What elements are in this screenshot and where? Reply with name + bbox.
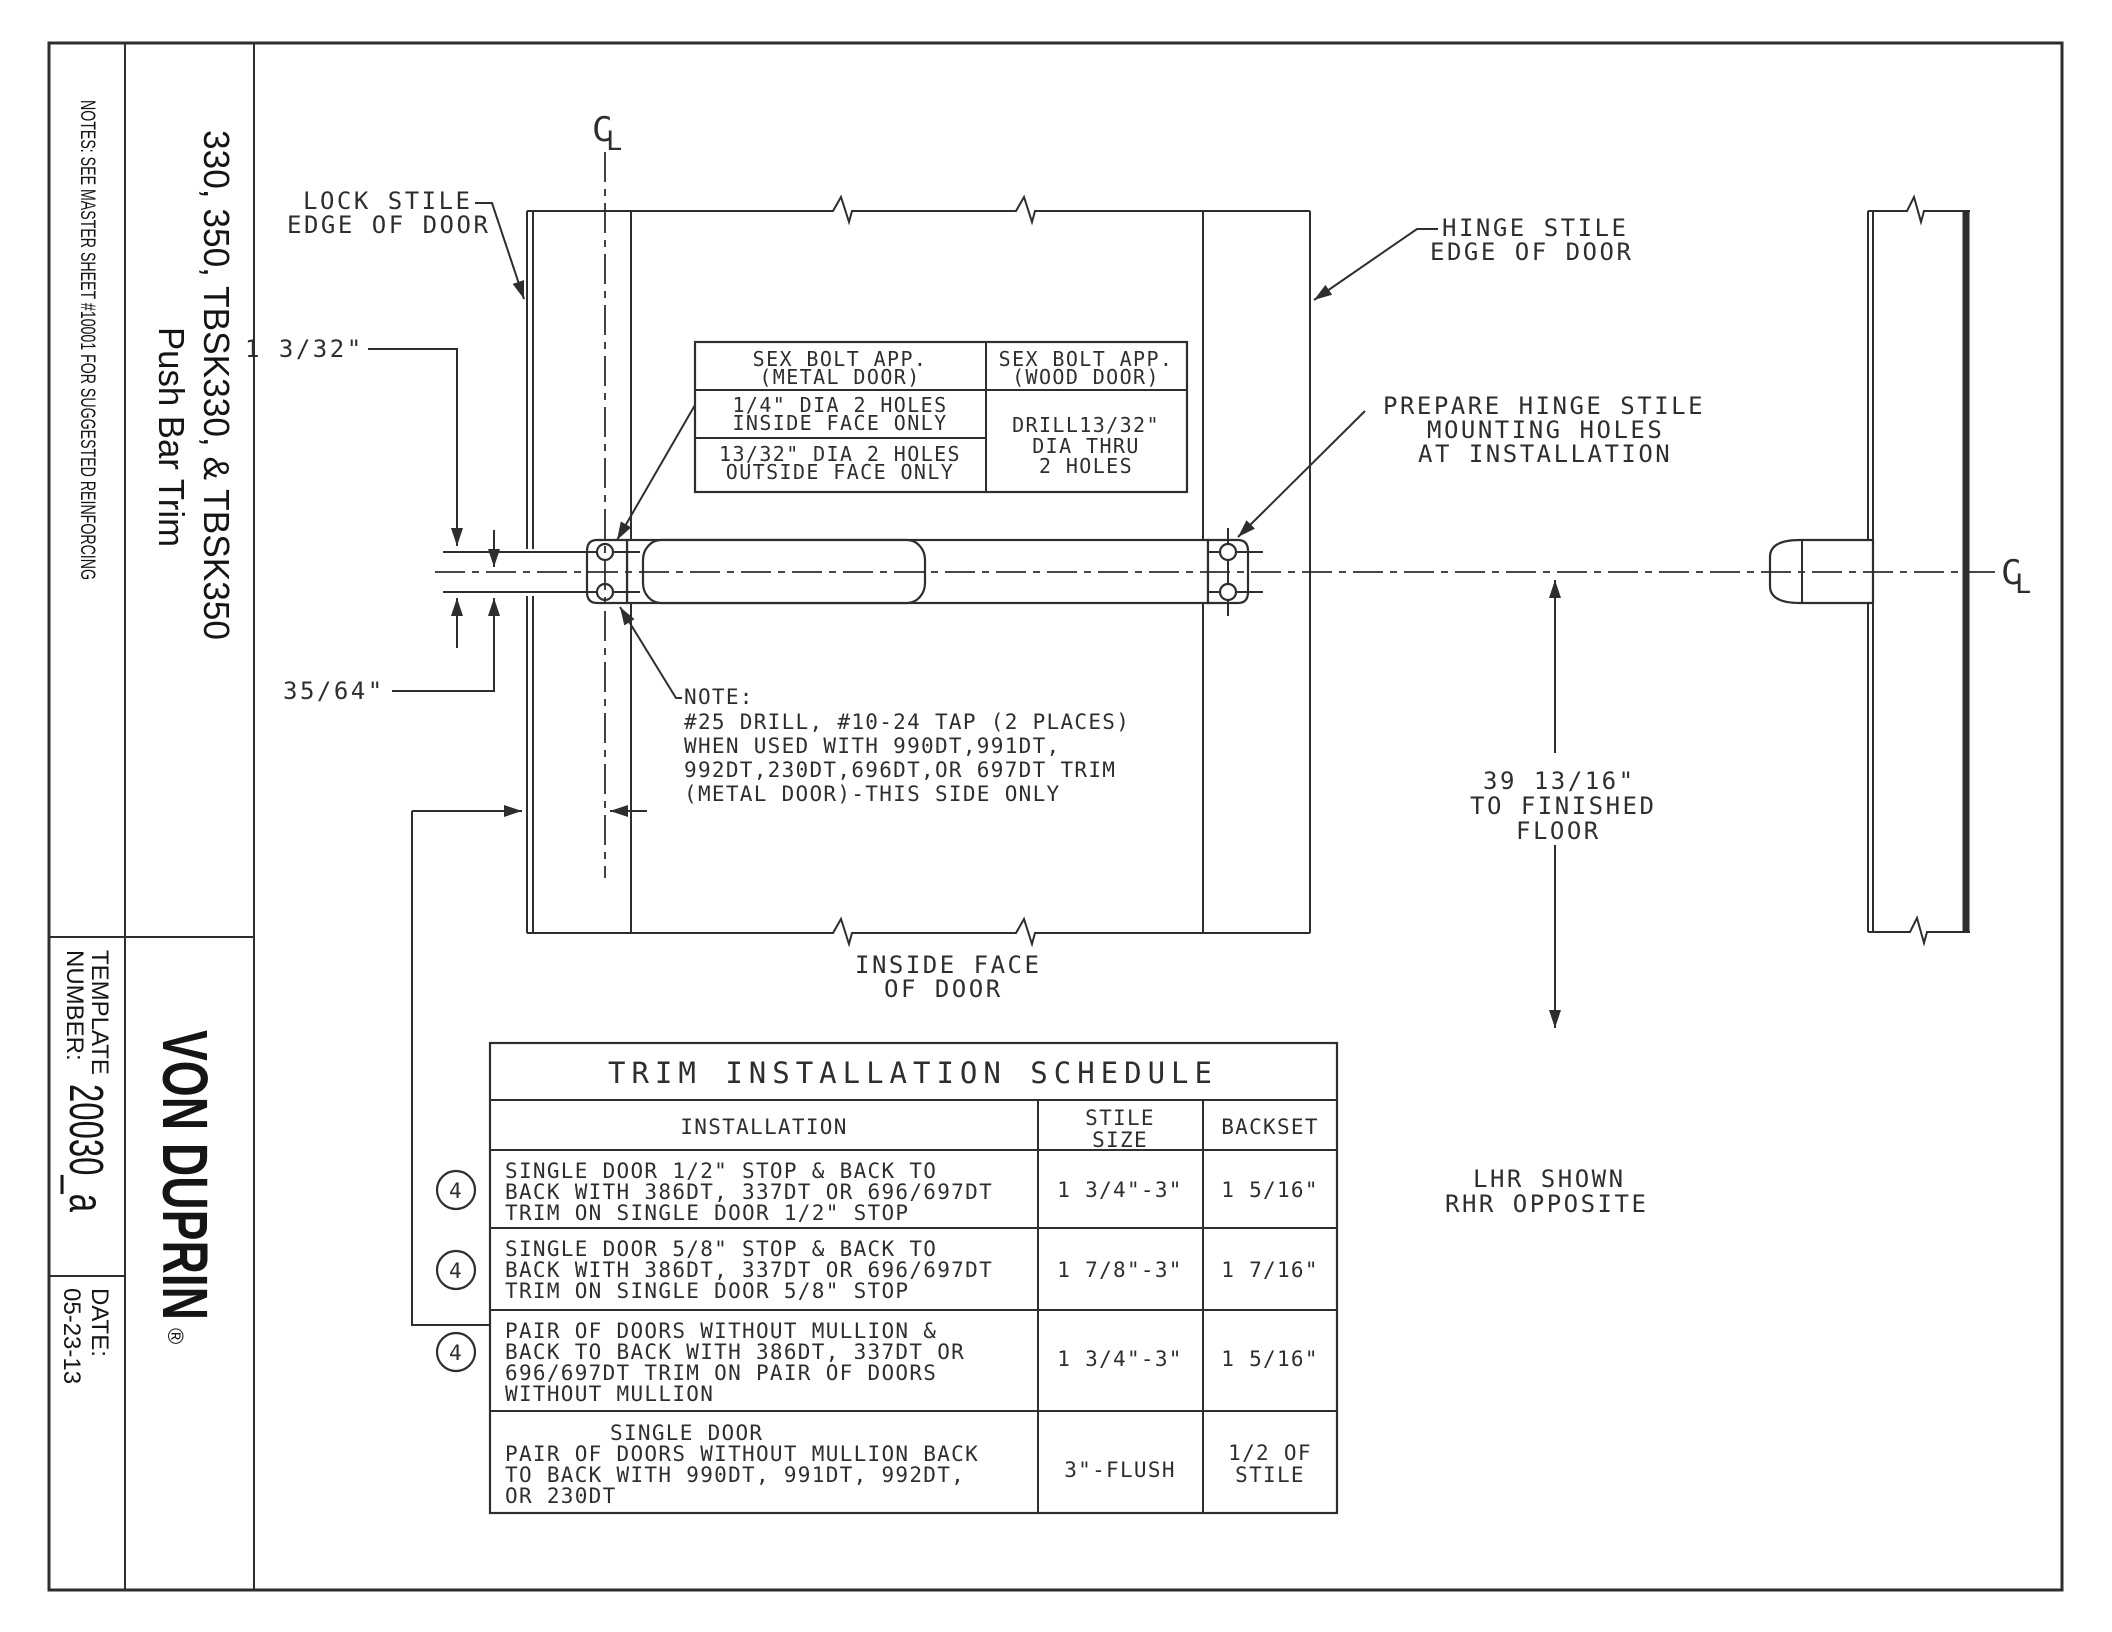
sex-bolt-table: SEX BOLT APP. (METAL DOOR) SEX BOLT APP.… bbox=[693, 340, 1189, 494]
notes-text: NOTES: SEE MASTER SHEET #10001 FOR SUGGE… bbox=[76, 100, 99, 580]
schedule-grid bbox=[488, 1041, 1339, 1515]
row-text: PAIR OF DOORS WITHOUT MULLION & bbox=[505, 1319, 937, 1343]
schedule-header-stile: SIZE bbox=[1092, 1128, 1148, 1152]
row-marker: 4 bbox=[449, 1341, 463, 1365]
dim-hole-spacing-label: 1 3/32" bbox=[245, 335, 364, 363]
template-number-value: 20030_a bbox=[59, 1084, 112, 1212]
centerlines bbox=[435, 152, 1995, 878]
handing-label-line2: RHR OPPOSITE bbox=[1445, 1190, 1648, 1218]
registered-mark-icon: ® bbox=[163, 1328, 188, 1344]
hinge-jamb-section bbox=[1768, 194, 1970, 947]
inside-face-label-line1: INSIDE FACE bbox=[855, 951, 1041, 979]
floor-dim-line2: TO FINISHED bbox=[1470, 792, 1656, 820]
row-text: PAIR OF DOORS WITHOUT MULLION BACK bbox=[505, 1442, 979, 1466]
row-marker: 4 bbox=[449, 1179, 463, 1203]
row-stile-size: 1 7/8"-3" bbox=[1057, 1258, 1183, 1282]
schedule-title: TRIM INSTALLATION SCHEDULE bbox=[608, 1056, 1218, 1090]
note-line: WHEN USED WITH 990DT,991DT, bbox=[684, 734, 1060, 758]
note-line: NOTE: bbox=[684, 685, 754, 709]
row-backset: 1 5/16" bbox=[1221, 1178, 1319, 1202]
sexbolt-wood-body: DIA THRU bbox=[1032, 434, 1140, 458]
prepare-label-line3: AT INSTALLATION bbox=[1418, 440, 1672, 468]
row-backset: STILE bbox=[1235, 1463, 1305, 1487]
centerline-symbol-top: C L bbox=[592, 110, 622, 157]
row-text: SINGLE DOOR 5/8" STOP & BACK TO bbox=[505, 1237, 937, 1261]
sexbolt-metal-header: (METAL DOOR) bbox=[759, 365, 920, 389]
sexbolt-metal-header: SEX BOLT APP. bbox=[753, 347, 928, 371]
title-block-grid bbox=[47, 41, 2064, 1592]
mounting-hole bbox=[1218, 542, 1238, 562]
cl-symbol-l: L bbox=[2015, 569, 2031, 600]
row-stile-size: 3"-FLUSH bbox=[1064, 1458, 1176, 1482]
row-text: BACK WITH 386DT, 337DT OR 696/697DT bbox=[505, 1258, 993, 1282]
template-number-label-line2: NUMBER: bbox=[61, 950, 88, 1061]
sexbolt-metal-row2: 13/32" DIA 2 HOLES bbox=[719, 442, 961, 466]
sheet-title-line2: Push Bar Trim bbox=[151, 327, 192, 547]
template-number-label-line1: TEMPLATE bbox=[86, 950, 113, 1075]
note-line: (METAL DOOR)-THIS SIDE ONLY bbox=[684, 782, 1060, 806]
hinge-stile-label-line1: HINGE STILE bbox=[1442, 214, 1628, 242]
schedule-header-installation: INSTALLATION bbox=[680, 1115, 847, 1139]
cl-symbol-l: L bbox=[606, 126, 622, 157]
cl-symbol-c: C bbox=[2001, 553, 2021, 593]
row-text: SINGLE DOOR bbox=[610, 1421, 763, 1445]
sexbolt-wood-body: DRILL13/32" bbox=[1012, 413, 1160, 437]
date-value: 05-23-13 bbox=[58, 1288, 85, 1384]
dimension-backset bbox=[411, 805, 647, 1326]
row-text: TRIM ON SINGLE DOOR 1/2" STOP bbox=[505, 1201, 909, 1225]
date-label: DATE: bbox=[86, 1288, 113, 1357]
note-line: #25 DRILL, #10-24 TAP (2 PLACES) bbox=[684, 710, 1130, 734]
sexbolt-metal-row1: 1/4" DIA 2 HOLES bbox=[732, 393, 947, 417]
schedule-row: SINGLE DOOR PAIR OF DOORS WITHOUT MULLIO… bbox=[505, 1421, 1312, 1508]
sexbolt-metal-row2: OUTSIDE FACE ONLY bbox=[726, 460, 955, 484]
sheet-title-line1: 330, 350, TBSK330, & TBSK350 bbox=[196, 130, 237, 640]
prepare-label-line1: PREPARE HINGE STILE bbox=[1383, 392, 1705, 420]
schedule-row: PAIR OF DOORS WITHOUT MULLION & BACK TO … bbox=[505, 1319, 1319, 1406]
row-text: WITHOUT MULLION bbox=[505, 1382, 714, 1406]
schedule-header-backset: BACKSET bbox=[1221, 1115, 1319, 1139]
leader-lines bbox=[475, 202, 1438, 699]
row-text: 696/697DT TRIM ON PAIR OF DOORS bbox=[505, 1361, 937, 1385]
row-text: BACK WITH 386DT, 337DT OR 696/697DT bbox=[505, 1180, 993, 1204]
floor-dim-line3: FLOOR bbox=[1516, 817, 1601, 845]
row-stile-size: 1 3/4"-3" bbox=[1057, 1178, 1183, 1202]
von-duprin-logo: VON DUPRIN bbox=[149, 1030, 221, 1320]
row-text: SINGLE DOOR 1/2" STOP & BACK TO bbox=[505, 1159, 937, 1183]
hinge-stile-label-line2: EDGE OF DOOR bbox=[1430, 238, 1633, 266]
schedule-row: SINGLE DOOR 5/8" STOP & BACK TO BACK WIT… bbox=[505, 1237, 1319, 1303]
row-text: OR 230DT bbox=[505, 1484, 617, 1508]
inside-face-label-line2: OF DOOR bbox=[884, 975, 1003, 1003]
row-text: BACK TO BACK WITH 386DT, 337DT OR bbox=[505, 1340, 965, 1364]
schedule-row: SINGLE DOOR 1/2" STOP & BACK TO BACK WIT… bbox=[505, 1159, 1319, 1225]
sexbolt-wood-header: SEX BOLT APP. bbox=[999, 347, 1174, 371]
cl-symbol-c: C bbox=[592, 110, 612, 150]
floor-dim-line1: 39 13/16" bbox=[1483, 767, 1636, 795]
dimension-half-spacing: 35/64" bbox=[283, 530, 500, 705]
mounting-hole bbox=[1218, 582, 1238, 602]
sexbolt-metal-row1: INSIDE FACE ONLY bbox=[732, 411, 947, 435]
handing-label-line1: LHR SHOWN bbox=[1473, 1165, 1626, 1193]
schedule-row-markers: 4 4 4 bbox=[435, 1169, 477, 1373]
row-text: TRIM ON SINGLE DOOR 5/8" STOP bbox=[505, 1279, 909, 1303]
row-marker: 4 bbox=[449, 1259, 463, 1283]
row-backset: 1/2 OF bbox=[1228, 1441, 1312, 1465]
lock-stile-label-line1: LOCK STILE bbox=[303, 187, 473, 215]
row-backset: 1 7/16" bbox=[1221, 1258, 1319, 1282]
schedule-header-stile: STILE bbox=[1085, 1106, 1155, 1130]
prepare-label-line2: MOUNTING HOLES bbox=[1427, 416, 1664, 444]
sexbolt-wood-body: 2 HOLES bbox=[1039, 454, 1133, 478]
sexbolt-wood-header: (WOOD DOOR) bbox=[1012, 365, 1160, 389]
row-stile-size: 1 3/4"-3" bbox=[1057, 1347, 1183, 1371]
lock-stile-label-line2: EDGE OF DOOR bbox=[287, 211, 490, 239]
note-line: 992DT,230DT,696DT,OR 697DT TRIM bbox=[684, 758, 1116, 782]
row-text: TO BACK WITH 990DT, 991DT, 992DT, bbox=[505, 1463, 965, 1487]
row-backset: 1 5/16" bbox=[1221, 1347, 1319, 1371]
note-block: NOTE: #25 DRILL, #10-24 TAP (2 PLACES) W… bbox=[684, 685, 1130, 806]
centerline-symbol-right: C L bbox=[2001, 553, 2031, 600]
dim-half-spacing-label: 35/64" bbox=[283, 677, 385, 705]
dimension-floor-height: 39 13/16" TO FINISHED FLOOR bbox=[1470, 580, 1656, 1028]
dimension-hole-spacing: 1 3/32" bbox=[245, 335, 463, 648]
